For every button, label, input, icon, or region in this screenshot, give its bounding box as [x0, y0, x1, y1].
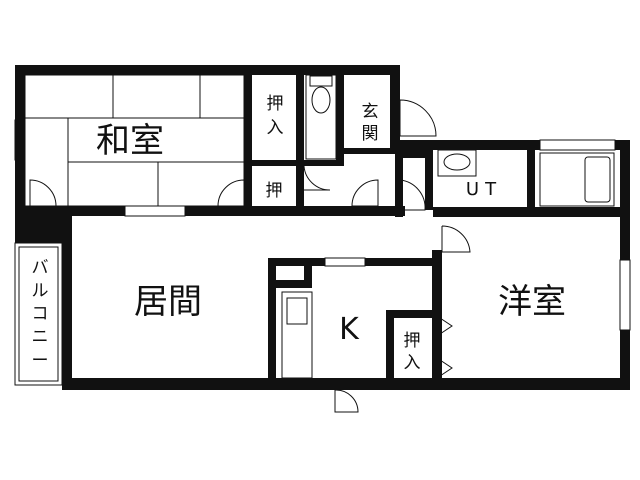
balcony: [14, 242, 63, 386]
room-label-kitchen: K: [339, 312, 360, 347]
windows: [14, 119, 631, 331]
door-swings: [29, 99, 471, 413]
svg-text:ル: ル: [32, 281, 49, 301]
room-label-balcony: バ ル コ ニ ー: [32, 258, 49, 371]
room-label-genkan-b: 関: [362, 124, 379, 144]
bathtub-icon: [539, 152, 615, 207]
svg-text:ニ: ニ: [32, 327, 49, 347]
room-label-oshiire-2: 押: [266, 181, 283, 201]
room-label-ut: UT: [466, 179, 502, 200]
washbasin-icon: [437, 149, 477, 177]
room-label-oshiire-1b: 入: [267, 118, 284, 138]
svg-text:コ: コ: [32, 304, 49, 324]
room-label-youshitsu: 洋室: [498, 282, 566, 322]
room-label-oshiire-3b: 入: [404, 353, 421, 373]
room-label-oshiire-3a: 押: [404, 331, 421, 351]
outer-walls: [15, 65, 630, 390]
sink-icon: [281, 291, 313, 379]
tatami-mats: [24, 74, 245, 207]
room-label-oshiire-1a: 押: [267, 94, 284, 114]
room-label-washitsu: 和室: [96, 121, 164, 161]
interior-walls: [15, 65, 620, 390]
svg-text:バ: バ: [32, 258, 49, 278]
room-label-genkan-a: 玄: [362, 102, 379, 122]
toilet-icon: [305, 74, 337, 160]
room-label-kyoma: 居間: [134, 282, 202, 322]
svg-text:ー: ー: [32, 351, 49, 371]
